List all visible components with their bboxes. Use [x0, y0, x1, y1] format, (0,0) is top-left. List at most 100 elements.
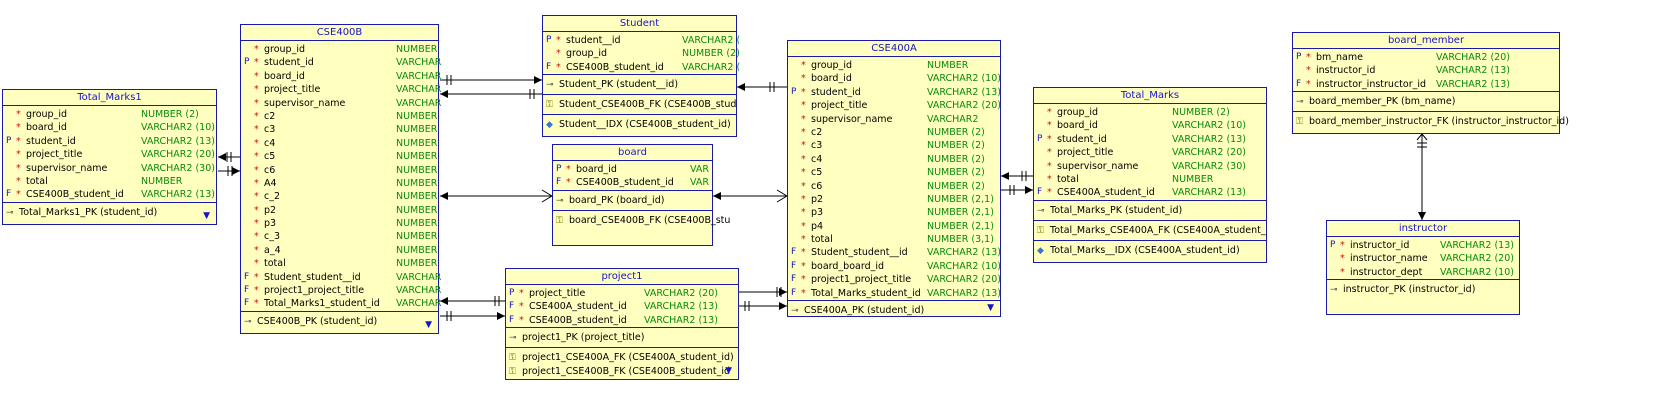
- keys-row[interactable]: ⊸instructor_PK (instructor_id): [1327, 283, 1519, 297]
- keys-row[interactable]: ⊸Total_Marks_PK (student_id): [1034, 204, 1266, 218]
- keys-row[interactable]: ⊸CSE400B_PK (student_id): [241, 315, 438, 329]
- entity-title[interactable]: Student: [543, 16, 736, 32]
- fks-row[interactable]: ⚿Student_CSE400B_FK (CSE400B_stud: [543, 98, 736, 112]
- fks-row[interactable]: ⚿board_CSE400B_FK (CSE400B_stu: [553, 214, 730, 228]
- entity-title[interactable]: project1: [506, 269, 738, 285]
- entity-title[interactable]: board_member: [1293, 33, 1559, 49]
- expand-triangle-icon[interactable]: ▼: [725, 366, 732, 376]
- expand-triangle-icon[interactable]: ▼: [987, 303, 994, 313]
- keys-row[interactable]: ⊸CSE400A_PK (student_id): [788, 304, 1000, 318]
- keys-row[interactable]: ⊸project1_PK (project_title): [506, 331, 738, 345]
- keys-row[interactable]: ⊸Total_Marks1_PK (student_id): [3, 206, 216, 220]
- entity-title[interactable]: board: [553, 145, 712, 161]
- entity-title[interactable]: instructor: [1327, 221, 1519, 237]
- keys-row[interactable]: ⊸board_member_PK (bm_name): [1293, 95, 1559, 109]
- idx-row[interactable]: ◆Total_Marks__IDX (CSE400A_student_id): [1034, 244, 1266, 258]
- entity-title[interactable]: Total_Marks1: [3, 90, 216, 106]
- keys-row[interactable]: ⊸board_PK (board_id): [553, 194, 712, 208]
- fks-row[interactable]: ⚿project1_CSE400A_FK (CSE400A_student_id…: [506, 351, 738, 365]
- entity-title[interactable]: Total_Marks: [1034, 88, 1266, 104]
- fks-row[interactable]: ⚿board_member_instructor_FK (instructor_…: [1293, 115, 1569, 129]
- idx-row[interactable]: ◆Student__IDX (CSE400B_student_id): [543, 118, 736, 132]
- fks-row[interactable]: ⚿project1_CSE400B_FK (CSE400B_student_id: [506, 365, 738, 379]
- expand-triangle-icon[interactable]: ▼: [203, 211, 210, 221]
- entity-title[interactable]: CSE400A: [788, 41, 1000, 57]
- keys-row[interactable]: ⊸Student_PK (student__id): [543, 78, 736, 92]
- expand-triangle-icon[interactable]: ▼: [425, 320, 432, 330]
